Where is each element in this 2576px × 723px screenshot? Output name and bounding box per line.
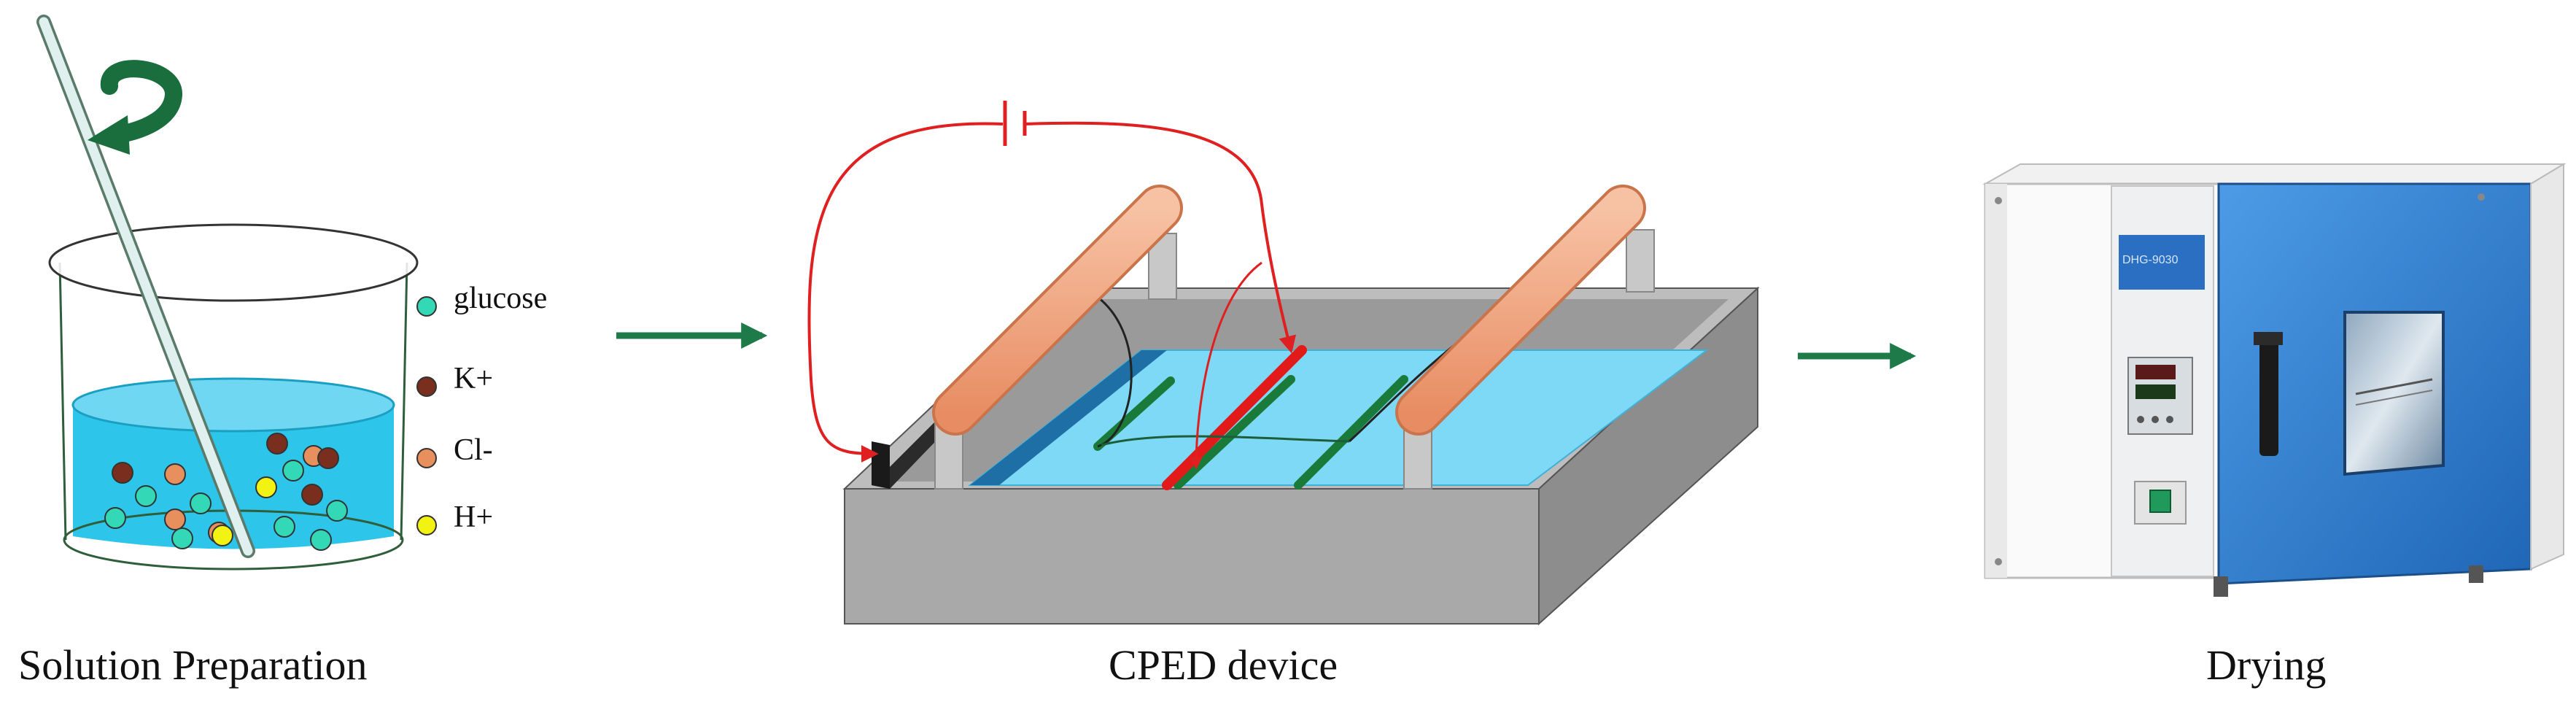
water-surface [968,349,1709,486]
roller-right [1395,185,1646,436]
electrode-1 [1093,376,1175,451]
electrode-active [1162,345,1307,490]
legend-k-marker [416,376,437,397]
power-switch [2149,490,2171,513]
beaker-rim [48,223,419,302]
legend-h-marker [416,515,437,536]
oven-model-plate [2119,235,2205,290]
caption-cped-device: CPED device [1109,641,1338,689]
legend-cl-marker [416,448,437,468]
legend-label-k: K+ [454,362,494,395]
caption-drying: Drying [2206,641,2327,689]
legend-label-h: H+ [454,500,494,534]
solution-surface [71,377,395,433]
caption-solution-preparation: Solution Preparation [18,641,368,689]
beaker-right-wall [400,262,408,541]
electrode-3 [1294,375,1408,490]
beaker-group [36,15,419,571]
oven-handle [2259,332,2278,456]
cped-device [807,101,1760,626]
drying-oven [1982,163,2567,597]
oven-model-label: DHG-9030 [2122,254,2179,266]
post-back-right [1626,229,1655,293]
beaker-left-wall [58,262,67,541]
legend-label-glucose: glucose [454,282,548,315]
rotation-arrow-icon [101,60,182,144]
tray-front [844,488,1540,625]
circuit-wire-right [1024,121,1296,354]
legend-label-cl: Cl- [454,433,493,467]
circuit-wire-left [807,122,1004,463]
oven-window [2343,311,2445,476]
legend-markers [416,296,437,536]
roller-left [932,185,1183,436]
particles [104,433,348,551]
legend-glucose-marker [416,296,437,317]
